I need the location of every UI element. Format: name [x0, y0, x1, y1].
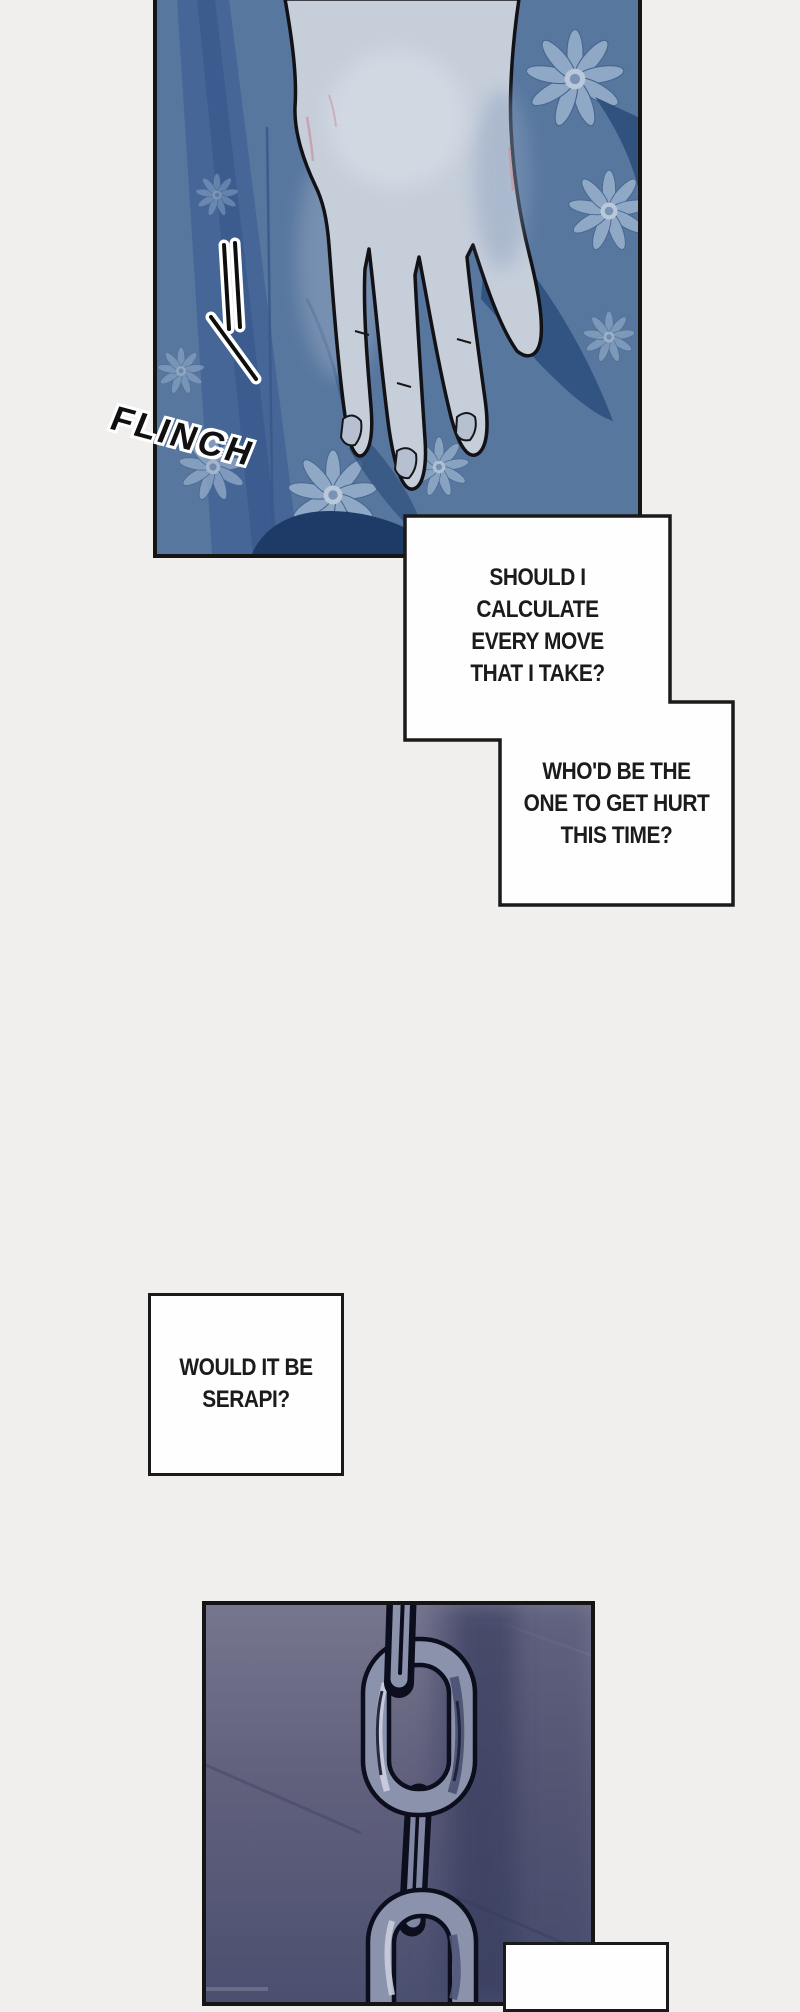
narration-1-text: SHOULD I CALCULATE EVERY MOVE THAT I TAK… — [422, 562, 653, 690]
narration-3-line-2: SERAPI? — [202, 1386, 290, 1413]
narration-2-line-3: THIS TIME? — [560, 822, 673, 849]
chain-art-panel — [202, 1601, 595, 2006]
narration-1-line-3: EVERY MOVE — [471, 628, 604, 655]
narration-1-line-2: CALCULATE — [476, 596, 599, 623]
narration-2-text: WHO'D BE THE ONE TO GET HURT THIS TIME? — [515, 756, 718, 852]
narration-1-line-1: SHOULD I — [489, 564, 586, 591]
narration-3-box — [148, 1293, 344, 1476]
narration-4-box-cutoff — [503, 1942, 669, 2012]
narration-3-line-1: WOULD IT BE — [179, 1354, 313, 1381]
narration-2-line-2: ONE TO GET HURT — [523, 790, 710, 817]
narration-2-line-1: WHO'D BE THE — [542, 758, 691, 785]
top-art-panel — [153, 0, 642, 558]
hand-wallpaper-art — [157, 0, 638, 554]
narration-box-group — [403, 514, 735, 907]
motion-lines — [205, 237, 262, 385]
narration-1-line-4: THAT I TAKE? — [470, 660, 605, 687]
narration-3-text: WOULD IT BE SERAPI? — [161, 1352, 332, 1416]
chain-art — [206, 1605, 591, 2002]
